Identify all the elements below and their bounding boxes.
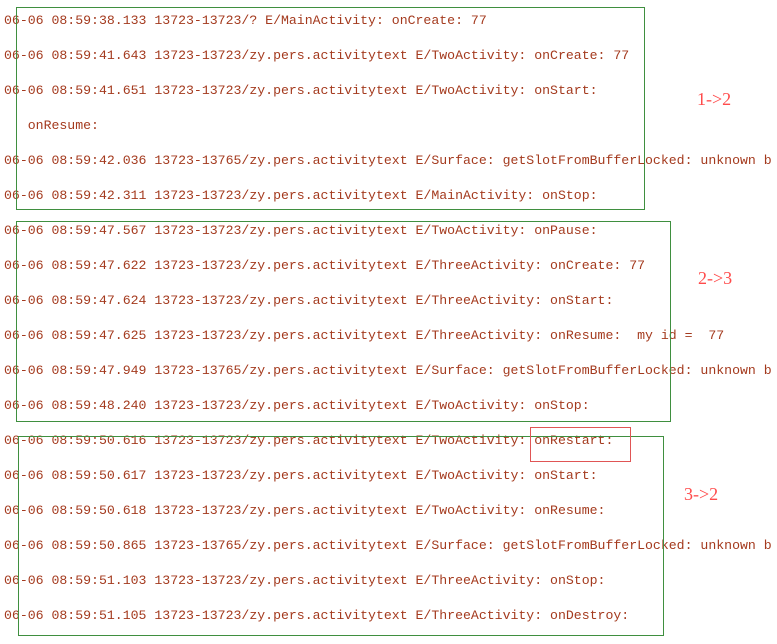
group-box-3-to-2 [18,436,664,636]
log-line: 06-06 08:59:41.643 13723-13723/zy.pers.a… [4,48,630,63]
log-line: 06-06 08:59:47.949 13723-13765/zy.pers.a… [4,363,772,378]
group-box-2-to-3 [16,221,671,422]
log-line: 06-06 08:59:41.651 13723-13723/zy.pers.a… [4,83,598,98]
log-line: 06-06 08:59:42.036 13723-13765/zy.pers.a… [4,153,772,168]
group-box-1-to-2 [16,7,645,210]
log-line: 06-06 08:59:47.624 13723-13723/zy.pers.a… [4,293,614,308]
transition-label-3-to-2: 3->2 [684,484,719,504]
log-line: 06-06 08:59:51.105 13723-13723/zy.pers.a… [4,608,630,623]
log-line: 06-06 08:59:50.617 13723-13723/zy.pers.a… [4,468,598,483]
transition-label-2-to-3: 2->3 [698,268,733,288]
transition-label-1-to-2: 1->2 [697,89,732,109]
log-line: 06-06 08:59:47.622 13723-13723/zy.pers.a… [4,258,646,273]
log-line: 06-06 08:59:38.133 13723-13723/? E/MainA… [4,13,487,28]
log-line: 06-06 08:59:51.103 13723-13723/zy.pers.a… [4,573,606,588]
log-line: 06-06 08:59:50.865 13723-13765/zy.pers.a… [4,538,772,553]
log-line: 06-06 08:59:50.618 13723-13723/zy.pers.a… [4,503,606,518]
onrestart-highlight-box [530,427,631,462]
log-line-continuation: onResume: [4,118,99,133]
log-line: 06-06 08:59:48.240 13723-13723/zy.pers.a… [4,398,590,413]
log-line: 06-06 08:59:47.625 13723-13723/zy.pers.a… [4,328,725,343]
log-line: 06-06 08:59:47.567 13723-13723/zy.pers.a… [4,223,598,238]
log-line: 06-06 08:59:42.311 13723-13723/zy.pers.a… [4,188,598,203]
